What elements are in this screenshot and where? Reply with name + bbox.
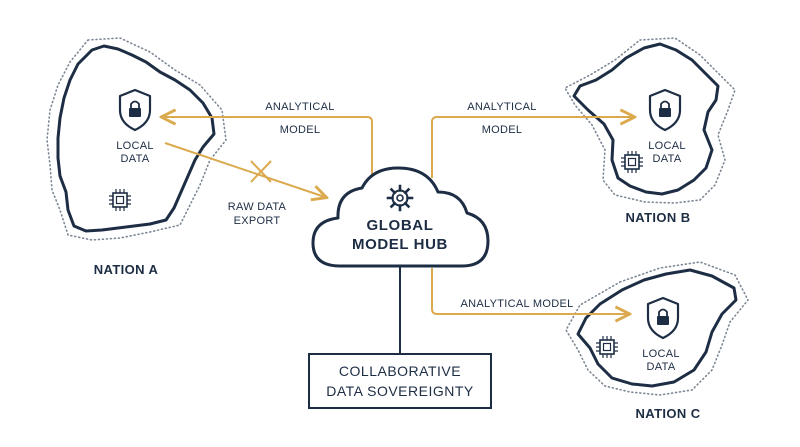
nation-c-local-data-line1: LOCAL (642, 348, 680, 360)
nation-a-region: LOCAL DATA NATION A (46, 37, 227, 277)
nation-b-outline (572, 42, 720, 196)
raw-data-label-line2: EXPORT (234, 215, 281, 227)
nation-a-dotted-outline (46, 37, 227, 241)
chip-icon (109, 189, 131, 211)
hub-title-line2: MODEL HUB (352, 236, 448, 253)
flow-b-label-line1: ANALYTICAL (467, 101, 536, 113)
flow-c-label: ANALYTICAL MODEL (461, 298, 574, 310)
nation-c-dotted-outline (565, 261, 749, 396)
nation-c-local-data-line2: DATA (647, 361, 676, 373)
nation-a-name: NATION A (94, 262, 159, 277)
flow-a-label-line2: MODEL (280, 124, 321, 136)
raw-data-label-line1: RAW DATA (228, 201, 287, 213)
nation-b-name: NATION B (625, 210, 690, 225)
chip-icon (621, 151, 643, 173)
lock-shield-icon (648, 88, 682, 132)
gear-icon (386, 184, 414, 212)
collaborative-sovereignty-box: COLLABORATIVE DATA SOVEREIGNTY (308, 353, 492, 409)
flow-model-to-nation-a (163, 117, 373, 178)
cross-icon (250, 160, 272, 183)
nation-c-name: NATION C (635, 406, 700, 421)
flow-b-label-line2: MODEL (482, 124, 523, 136)
nation-a-local-data-line2: DATA (121, 153, 150, 165)
hub-title-line1: GLOBAL (367, 217, 434, 234)
cloud-shape (311, 166, 490, 268)
nation-b-dotted-outline (563, 37, 736, 204)
nation-c-outline (576, 268, 738, 388)
nation-b-local-data-line1: LOCAL (648, 140, 686, 152)
nation-b-region: LOCAL DATA NATION B (563, 37, 736, 225)
global-model-hub: GLOBAL MODEL HUB (311, 166, 490, 268)
nation-b-local-data-line2: DATA (653, 153, 682, 165)
flow-model-to-nation-b (431, 117, 633, 178)
flow-a-label-line1: ANALYTICAL (265, 101, 334, 113)
footer-line1: COLLABORATIVE (339, 363, 461, 379)
flow-raw-data-export (164, 142, 325, 197)
flow-model-to-nation-c (431, 268, 628, 314)
lock-shield-icon (646, 296, 680, 340)
nation-a-local-data-line1: LOCAL (116, 140, 154, 152)
footer-line2: DATA SOVEREIGNTY (326, 383, 474, 399)
lock-shield-icon (118, 88, 152, 132)
nation-a-outline (56, 44, 216, 233)
chip-icon (596, 336, 618, 358)
nation-c-region: LOCAL DATA NATION C (565, 261, 749, 421)
